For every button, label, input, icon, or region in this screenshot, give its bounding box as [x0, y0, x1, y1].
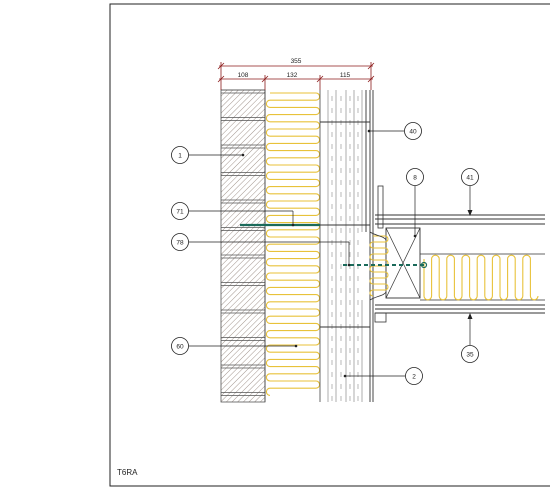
wall-insulation: [264, 90, 321, 402]
drawing-frame: [109, 3, 550, 487]
svg-text:1: 1: [178, 153, 182, 160]
svg-text:40: 40: [409, 129, 417, 136]
svg-text:78: 78: [176, 240, 184, 247]
callout-71: 71: [171, 202, 189, 220]
callout-2: 2: [405, 367, 423, 385]
callout-8: 8: [406, 168, 424, 186]
callout-60: 60: [171, 337, 189, 355]
leader-arrows: [467, 210, 473, 319]
vapour-line-end: [420, 261, 428, 269]
dim-brick: 108: [238, 72, 249, 79]
leader-dots: [241, 129, 417, 378]
callout-1: 1: [171, 146, 189, 164]
svg-text:2: 2: [412, 374, 416, 381]
floor-assembly: [369, 185, 545, 323]
callout-35: 35: [461, 345, 479, 363]
svg-text:41: 41: [466, 175, 474, 182]
timber-frame-zone: [320, 90, 374, 402]
leader-lines: [189, 130, 471, 377]
svg-text:71: 71: [176, 209, 184, 216]
dim-insulation: 132: [287, 72, 298, 79]
dimension-chain: [217, 62, 375, 90]
callout-40: 40: [404, 122, 422, 140]
dim-total: 355: [291, 58, 302, 65]
callout-41: 41: [461, 168, 479, 186]
brick-wall: [220, 89, 266, 403]
drawing-code: T6RA: [117, 468, 138, 477]
svg-text:8: 8: [413, 175, 417, 182]
callout-78: 78: [171, 233, 189, 251]
dim-cavity: 115: [340, 72, 351, 79]
svg-text:60: 60: [176, 344, 184, 351]
svg-text:35: 35: [466, 352, 474, 359]
